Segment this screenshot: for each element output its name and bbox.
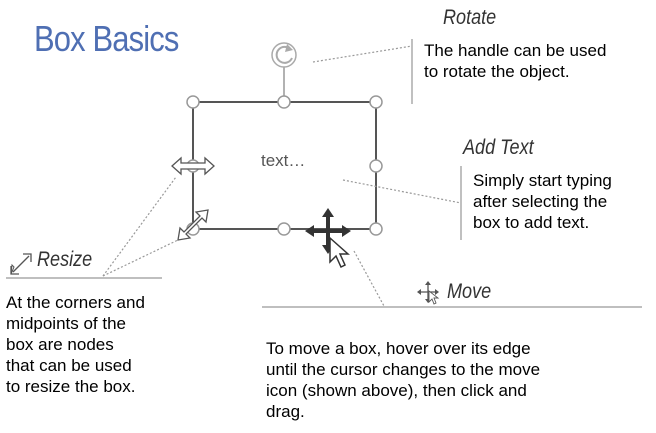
resize-nodes [186,95,383,236]
add-text-description: Simply start typing after selecting the … [473,170,612,233]
rotate-description-line: The handle can be used [424,41,607,60]
resize-description-line: to resize the box. [6,377,136,396]
rotate-description-line: to rotate the object. [424,62,570,81]
node-bottom-right[interactable] [369,222,383,236]
resize-description-line: that can be used [6,356,132,375]
add-text-leader [342,179,462,204]
move-label: Move [447,280,492,303]
move-leader [353,250,385,307]
move-description-line: To move a box, hover over its edge [266,339,531,358]
move-description: To move a box, hover over its edge until… [266,338,540,422]
resize-description: At the corners and midpoints of the box … [6,292,145,397]
resize-description-line: midpoints of the [6,314,127,333]
rotate-label: Rotate [443,6,497,29]
rotate-handle-icon[interactable] [271,42,297,68]
node-top-middle[interactable] [277,95,291,109]
add-text-description-line: box to add text. [473,213,590,232]
node-middle-right[interactable] [369,159,383,173]
resize-leader-2 [102,239,179,277]
node-bottom-middle[interactable] [277,222,291,236]
add-text-label: Add Text [463,136,534,159]
move-description-line: until the cursor changes to the move [266,360,541,379]
rotate-leader [312,45,413,63]
move-description-line: drag. [266,402,305,421]
resize-description-line: At the corners and [6,293,145,312]
page-title: Box Basics [34,18,179,59]
resize-icon [10,253,32,275]
node-top-right[interactable] [369,95,383,109]
add-text-description-line: after selecting the [473,192,608,211]
node-top-left[interactable] [186,95,200,109]
move-cursor-icon [305,208,351,269]
move-description-line: icon (shown above), then click and [266,381,527,400]
horizontal-resize-cursor-icon [171,156,215,176]
box-placeholder-text: text… [261,151,306,170]
diagonal-resize-cursor-icon [177,209,209,241]
resize-label: Resize [37,248,93,271]
add-text-description-line: Simply start typing [473,171,612,190]
move-icon [417,281,440,305]
resize-leader-1 [102,176,177,277]
rotate-description: The handle can be used to rotate the obj… [424,40,606,82]
resize-description-line: box are nodes [6,335,114,354]
